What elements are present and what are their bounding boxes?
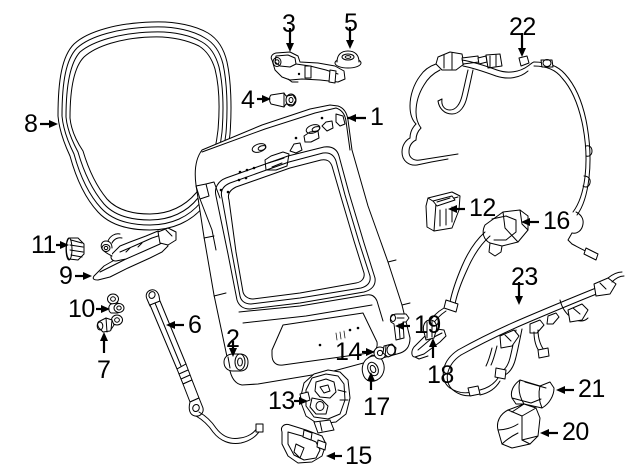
part-lock-cover[interactable] <box>281 424 327 464</box>
part-upper-wire-harness[interactable] <box>401 51 599 261</box>
part-retainer-clip[interactable] <box>373 343 397 360</box>
callout-label-11[interactable]: 11 <box>31 231 56 259</box>
part-grommet-seal[interactable] <box>361 354 385 382</box>
callout-label-1[interactable]: 1 <box>370 103 384 131</box>
part-release-switch[interactable] <box>425 191 461 232</box>
callout-label-16[interactable]: 16 <box>543 207 570 235</box>
callout-label-8[interactable]: 8 <box>24 110 38 138</box>
part-hinge-bolt[interactable] <box>269 92 297 108</box>
callout-label-3[interactable]: 3 <box>282 10 296 38</box>
part-bushing-grommet[interactable] <box>223 353 249 372</box>
part-liftgate-panel[interactable] <box>194 104 411 386</box>
callout-label-12[interactable]: 12 <box>469 194 496 222</box>
leader-lines <box>40 27 574 460</box>
callout-label-21[interactable]: 21 <box>578 375 605 403</box>
callout-label-13[interactable]: 13 <box>268 387 295 415</box>
part-weatherstrip-seal[interactable] <box>57 21 232 231</box>
callout-label-10[interactable]: 10 <box>68 295 95 323</box>
part-lower-wire-harness[interactable] <box>442 271 625 397</box>
part-hinge-bracket[interactable] <box>270 51 346 84</box>
part-handle-trim-strip[interactable] <box>411 319 447 360</box>
part-ball-stud-upper[interactable] <box>107 293 125 314</box>
part-corner-cap-right[interactable] <box>497 403 541 449</box>
part-liftgate-lock-actuator[interactable] <box>299 369 351 434</box>
callout-label-9[interactable]: 9 <box>59 262 73 290</box>
callout-label-4[interactable]: 4 <box>241 86 255 114</box>
part-screw-fastener[interactable] <box>65 237 85 261</box>
part-ball-stud-lower[interactable] <box>96 314 123 333</box>
part-grommet-plug[interactable] <box>334 50 362 69</box>
callout-label-2[interactable]: 2 <box>226 325 240 353</box>
callout-label-22[interactable]: 22 <box>509 13 536 41</box>
callout-label-6[interactable]: 6 <box>188 311 202 339</box>
callout-label-20[interactable]: 20 <box>562 418 589 446</box>
callout-label-18[interactable]: 18 <box>427 361 454 389</box>
callout-label-15[interactable]: 15 <box>345 442 372 470</box>
callout-label-14[interactable]: 14 <box>335 338 362 366</box>
callout-label-23[interactable]: 23 <box>511 263 538 291</box>
callout-label-19[interactable]: 19 <box>414 311 441 339</box>
part-gas-strut-support[interactable] <box>145 289 264 444</box>
callout-label-5[interactable]: 5 <box>344 9 358 37</box>
part-latch-striker-assembly[interactable] <box>92 227 177 281</box>
part-corner-cap-left[interactable] <box>510 379 555 409</box>
callout-label-17[interactable]: 17 <box>363 393 390 421</box>
callout-label-7[interactable]: 7 <box>97 356 111 384</box>
